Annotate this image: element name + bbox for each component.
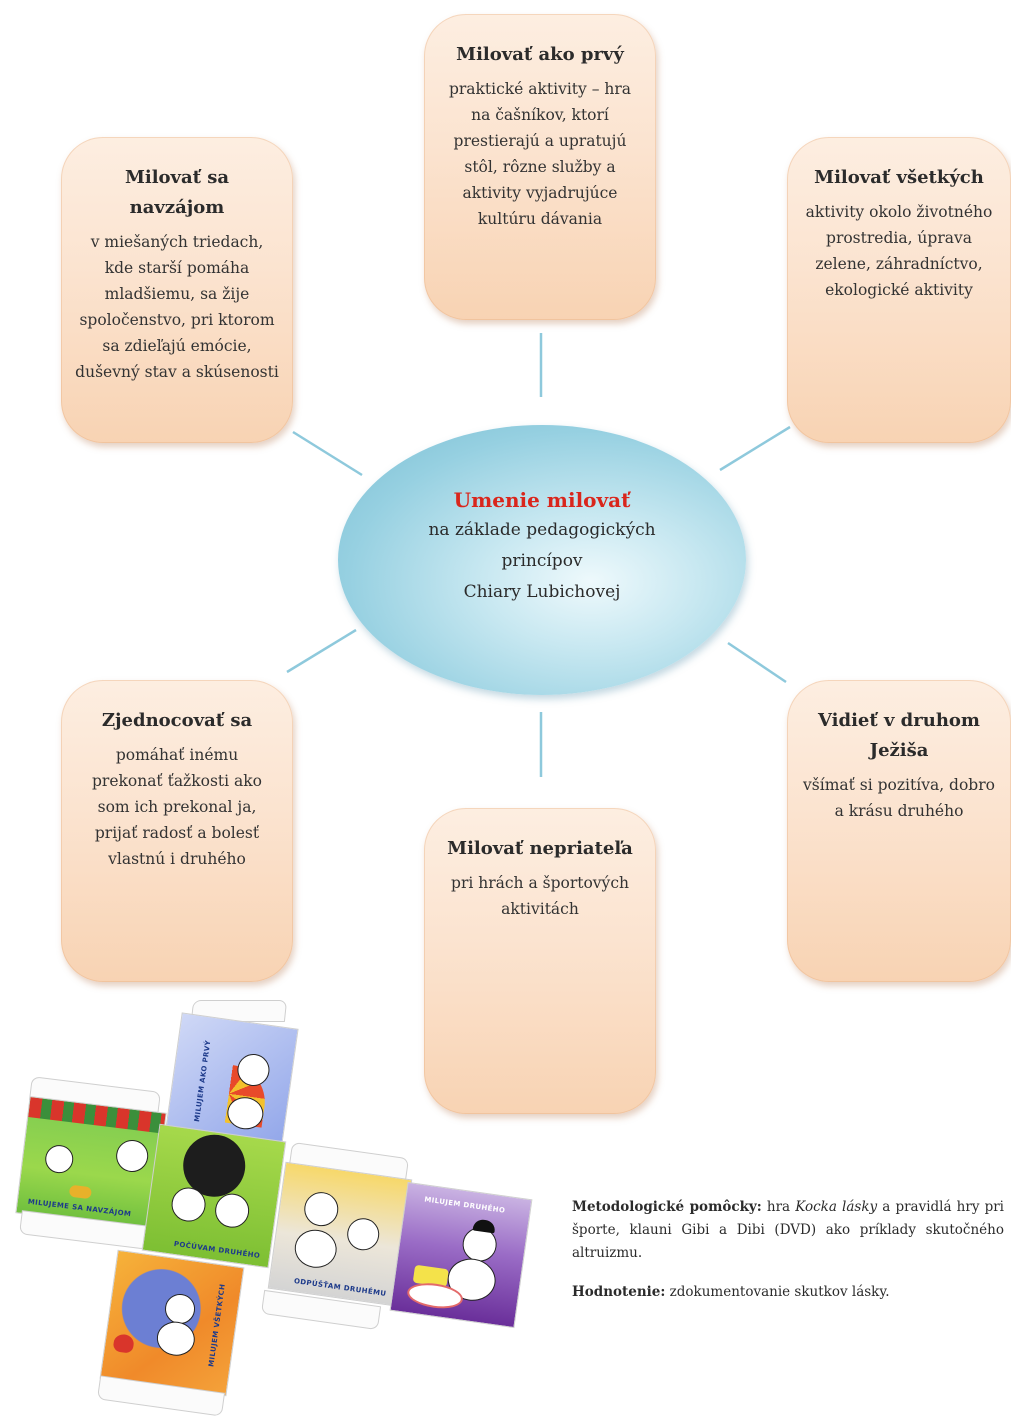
kocka-lasky-cube-net: MILUJEM AKO PRVÝ MILUJEME SA NAVZÁJOM PO…	[0, 1000, 560, 1417]
box-body: všímať si pozitíva, dobro a krásu druhéh…	[803, 776, 995, 820]
cube-face-right2: MILUJEM DRUHÉHO	[389, 1181, 533, 1329]
box-body: aktivity okolo životného prostredia, úpr…	[805, 203, 993, 299]
box-body: praktické aktivity – hra na čašníkov, kt…	[448, 80, 632, 228]
cube-face-center: POČÚVAM DRUHÉHO	[141, 1123, 287, 1269]
evaluation-text: zdokumentovanie skutkov lásky.	[669, 1284, 890, 1300]
cube-face-label: POČÚVAM DRUHÉHO	[173, 1239, 261, 1260]
connector-bottom-left	[286, 628, 357, 674]
cube-face-label: MILUJEM DRUHÉHO	[423, 1195, 506, 1215]
box-title: Vidieť v druhom Ježiša	[818, 710, 980, 761]
evaluation-label: Hodnotenie:	[572, 1284, 666, 1300]
notes-section: Metodologické pomôcky: hra Kocka lásky a…	[572, 1196, 1004, 1320]
methods-game-name: Kocka lásky	[795, 1199, 878, 1215]
box-title: Milovať nepriateľa	[447, 838, 633, 859]
connector-top-right	[719, 425, 791, 472]
center-line: Chiary Lubichovej	[463, 582, 621, 602]
center-title: Umenie milovať	[453, 488, 631, 512]
methods-text: a pravidlá hry pri športe, klauni Gibi a…	[572, 1199, 1004, 1261]
box-body: pomáhať inému prekonať ťažkosti ako som …	[91, 746, 262, 868]
center-ellipse: Umenie milovať na základe pedagogických …	[338, 425, 746, 695]
cube-face-bottom: MILUJEM VŠETKÝCH	[99, 1249, 245, 1397]
box-body: pri hrách a športových aktivitách	[451, 874, 629, 918]
box-milovat-ako-prvy: Milovať ako prvý praktické aktivity – hr…	[424, 14, 656, 320]
methods-pre: hra	[766, 1199, 791, 1215]
box-title: Milovať ako prvý	[456, 44, 624, 65]
methods-label: Metodologické pomôcky:	[572, 1199, 762, 1215]
box-title: Milovať sa navzájom	[124, 167, 230, 218]
methods-paragraph: Metodologické pomôcky: hra Kocka lásky a…	[572, 1196, 1004, 1265]
box-zjednocovat-sa: Zjednocovať sa pomáhať inému prekonať ťa…	[61, 680, 293, 982]
box-milovat-sa-navzajom: Milovať sa navzájom v miešaných triedach…	[61, 137, 293, 443]
center-line: princípov	[501, 551, 583, 571]
box-milovat-vsetkych: Milovať všetkých aktivity okolo životnéh…	[787, 137, 1011, 443]
box-milovat-nepriatela: Milovať nepriateľa pri hrách a športovýc…	[424, 808, 656, 1114]
center-line: na základe pedagogických	[428, 520, 656, 540]
cube-face-right1: ODPÚŠŤAM DRUHÉMU	[267, 1161, 413, 1307]
cube-face-label: ODPÚŠŤAM DRUHÉMU	[293, 1277, 387, 1298]
box-title: Zjednocovať sa	[101, 710, 253, 731]
evaluation-paragraph: Hodnotenie: zdokumentovanie skutkov lásk…	[572, 1281, 1004, 1304]
box-title: Milovať všetkých	[814, 167, 984, 188]
cube-face-label: MILUJEM VŠETKÝCH	[207, 1283, 227, 1368]
connector-top-left	[292, 430, 363, 477]
box-vidiet-v-druhom-jezisa: Vidieť v druhom Ježiša všímať si pozitív…	[787, 680, 1011, 982]
connector-bottom-right	[727, 641, 787, 684]
box-body: v miešaných triedach, kde starší pomáha …	[75, 233, 279, 381]
cube-face-left: MILUJEME SA NAVZÁJOM	[15, 1096, 167, 1230]
